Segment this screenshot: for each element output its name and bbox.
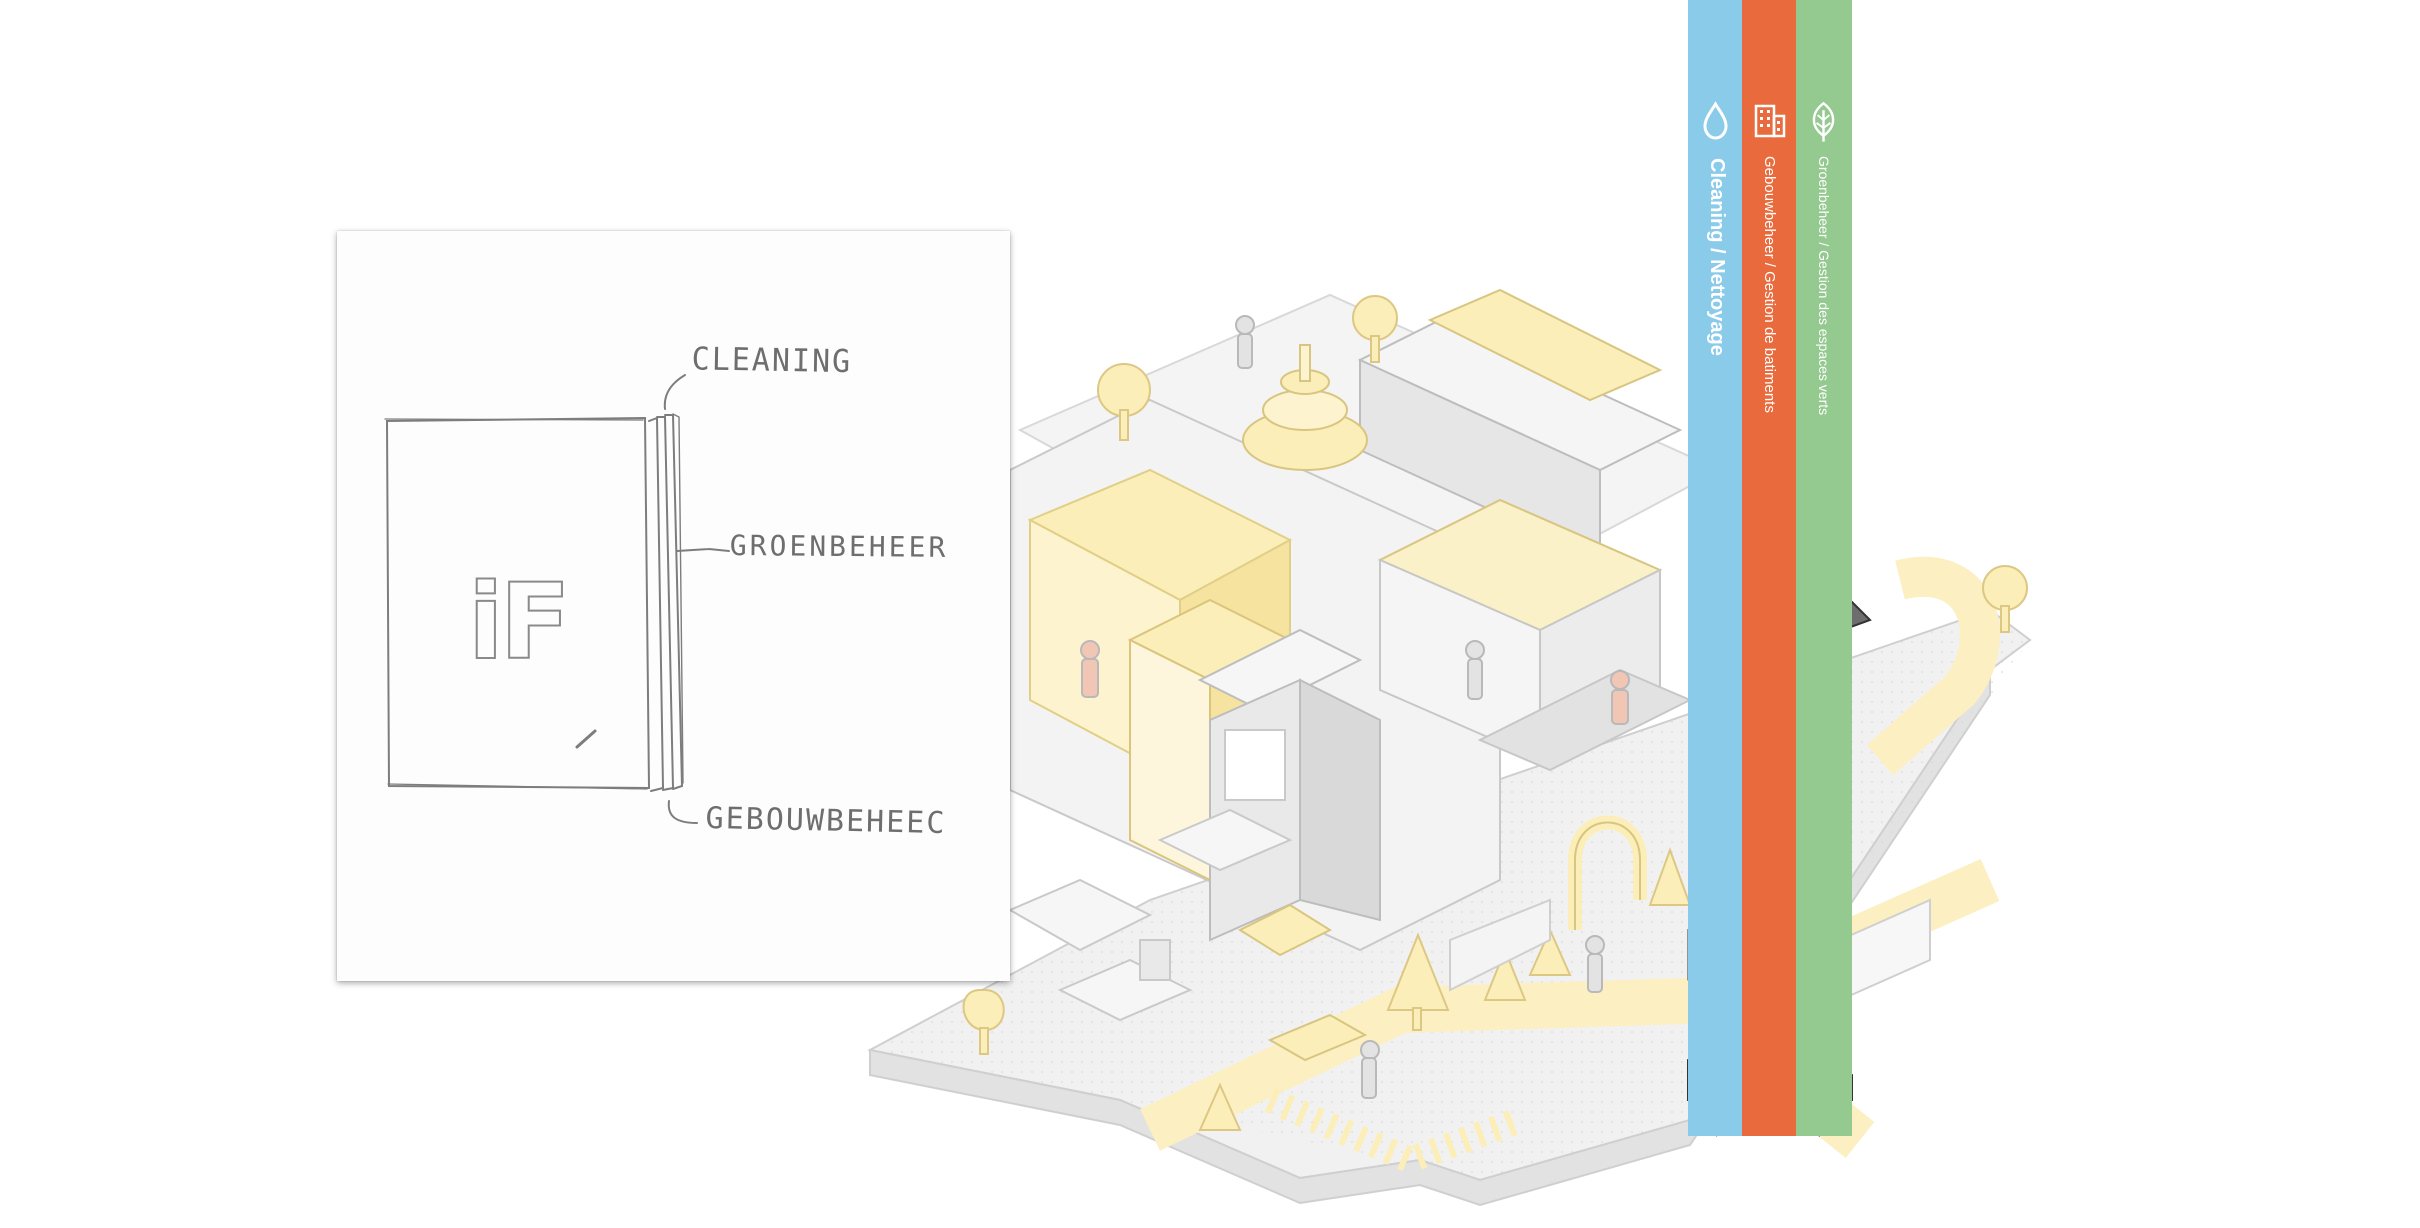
category-label-gebouwbeheer: Gebouwbeheer / Gestion de batiments bbox=[1761, 156, 1778, 413]
category-label-cleaning: Cleaning / Nettoyage bbox=[1706, 158, 1728, 356]
park-arch bbox=[1267, 815, 1931, 1062]
category-band-gebouwbeheer[interactable]: Gebouwbeheer / Gestion de batiments bbox=[1742, 0, 1797, 1136]
trees bbox=[962, 295, 2028, 1131]
category-band-groenbeheer[interactable]: Groenbeheer / Gestion des espaces verts bbox=[1796, 0, 1852, 1136]
building-icon bbox=[1754, 104, 1786, 138]
sketch-drawing bbox=[384, 374, 730, 824]
sketch-label-cleaning: CLEANING bbox=[691, 341, 853, 381]
water-drop-icon bbox=[1703, 101, 1728, 140]
workspace bbox=[1007, 808, 1333, 1022]
office-building bbox=[1009, 288, 1693, 952]
pencil-sketch-card: iF CLEANING GROENBEHEER GEBOUWBEHEEC bbox=[337, 231, 1010, 981]
fountain bbox=[1242, 344, 1368, 471]
sketch-label-groenbeheer: GROENBEHEER bbox=[729, 529, 949, 564]
people bbox=[1080, 315, 1630, 1099]
category-label-groenbeheer: Groenbeheer / Gestion des espaces verts bbox=[1816, 156, 1832, 416]
sketch-label-gebouwbeheer: GEBOUWBEHEEC bbox=[705, 801, 947, 842]
category-band-cleaning[interactable]: Cleaning / Nettoyage bbox=[1688, 0, 1743, 1136]
leaf-icon bbox=[1812, 101, 1835, 142]
if-logo: iF bbox=[467, 560, 572, 684]
